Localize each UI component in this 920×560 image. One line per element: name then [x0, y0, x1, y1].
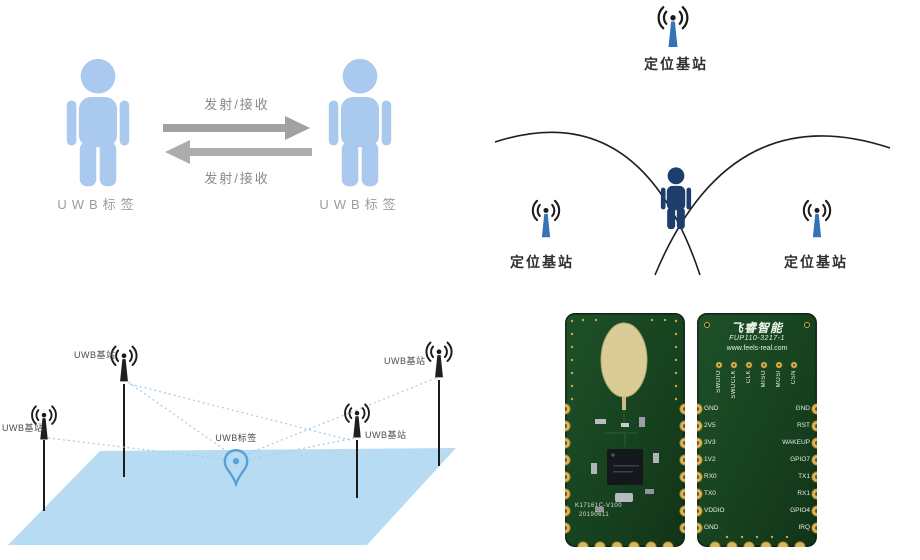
tx-rx-label-top: 发射/接收 [204, 97, 270, 112]
base-station-left-label: 定位基站 [510, 254, 574, 270]
pin-label-miso: MISO [761, 370, 767, 388]
uwb-tag-label-right: UWB标签 [319, 197, 401, 212]
pcb-model-number: FUP110-3217-1 [729, 335, 785, 342]
base-station-top-antenna-icon [649, 2, 697, 50]
pin-label-left-4: RX0 [704, 473, 717, 480]
pin-label-right-3: GPIO7 [790, 456, 810, 463]
location-pin-icon [221, 448, 251, 487]
pin-label-left-5: TX0 [704, 490, 716, 497]
pcb-brand-logo-text: 飞睿智能 [730, 321, 783, 335]
pin-label-right-7: IRQ [798, 524, 810, 531]
uwb-base-1-label: UWB基站 [2, 423, 44, 433]
uwb-base-3-label: UWB基站 [365, 430, 407, 440]
pin-label-swdclk: SWDCLK [731, 370, 737, 399]
pcb-website-text: www.feels-real.com [726, 345, 788, 352]
uwb-tag-label-left: UWB标签 [57, 197, 139, 212]
base-station-right-antenna-icon [795, 194, 839, 242]
transmit-receive-arrows-icon [163, 116, 312, 164]
uwb-module-back-photo: 飞睿智能 FUP110-3217-1 www.feels-real.com SW… [697, 313, 817, 547]
pin-label-left-6: VDDIO [704, 507, 725, 514]
pin-label-right-4: TX1 [798, 473, 810, 480]
pin-label-left-1: 2V5 [704, 422, 716, 429]
module-photos-scene: K17161C-V100 20190611 [555, 300, 920, 560]
base-station-top-label: 定位基站 [644, 56, 708, 72]
pin-label-swdio: SWDIO [716, 370, 722, 393]
pin-label-right-0: GND [795, 405, 810, 412]
base-station-left-antenna-icon [524, 194, 568, 242]
pin-label-left-0: GND [704, 405, 719, 412]
signal-path-curves [494, 131, 891, 276]
pin-label-clk: CLK [746, 370, 752, 384]
pin-label-left-2: 3V3 [704, 439, 716, 446]
floor-and-ranging-lines [8, 377, 456, 545]
uwb-tag-person-right-icon [320, 58, 400, 188]
uwb-tag-pin-label: UWB标签 [215, 433, 257, 443]
uwb-base-4-label: UWB基站 [384, 356, 426, 366]
base-station-right-label: 定位基站 [784, 254, 848, 270]
pin-label-left-3: 1V2 [704, 456, 716, 463]
uwb-module-front-photo: K17161C-V100 20190611 [565, 313, 685, 547]
uwb-base-2-label: UWB基站 [74, 350, 116, 360]
tracked-person-icon [657, 167, 695, 230]
pin-label-right-5: RX1 [797, 490, 810, 497]
pcb-front-graphic [565, 313, 685, 547]
tx-rx-label-bottom: 发射/接收 [204, 171, 270, 186]
uwb-tag-person-left-icon [58, 58, 138, 188]
pin-label-right-6: GPIO4 [790, 507, 810, 514]
pin-label-left-7: GND [704, 524, 719, 531]
pin-label-csn: CSN [791, 370, 797, 385]
floor-positioning-scene: UWB基站 UWB基站 UWB基站 UWB基站 UWB标签 [0, 300, 470, 560]
pcb-back-graphic [697, 313, 817, 547]
pcb-front-marking-line1: K17161C-V100 [575, 503, 623, 509]
pin-label-right-1: RST [797, 422, 810, 429]
positioning-stations-scene: 定位基站 定位基站 定位基站 [460, 0, 920, 300]
pcb-front-marking-line2: 20190611 [579, 512, 610, 518]
pin-label-right-2: WAKEUP [782, 439, 810, 446]
pin-label-mosi: MOSI [776, 370, 782, 388]
tag-exchange-scene: UWB标签 发射/接收 发射/接收 UWB标签 [0, 0, 460, 300]
